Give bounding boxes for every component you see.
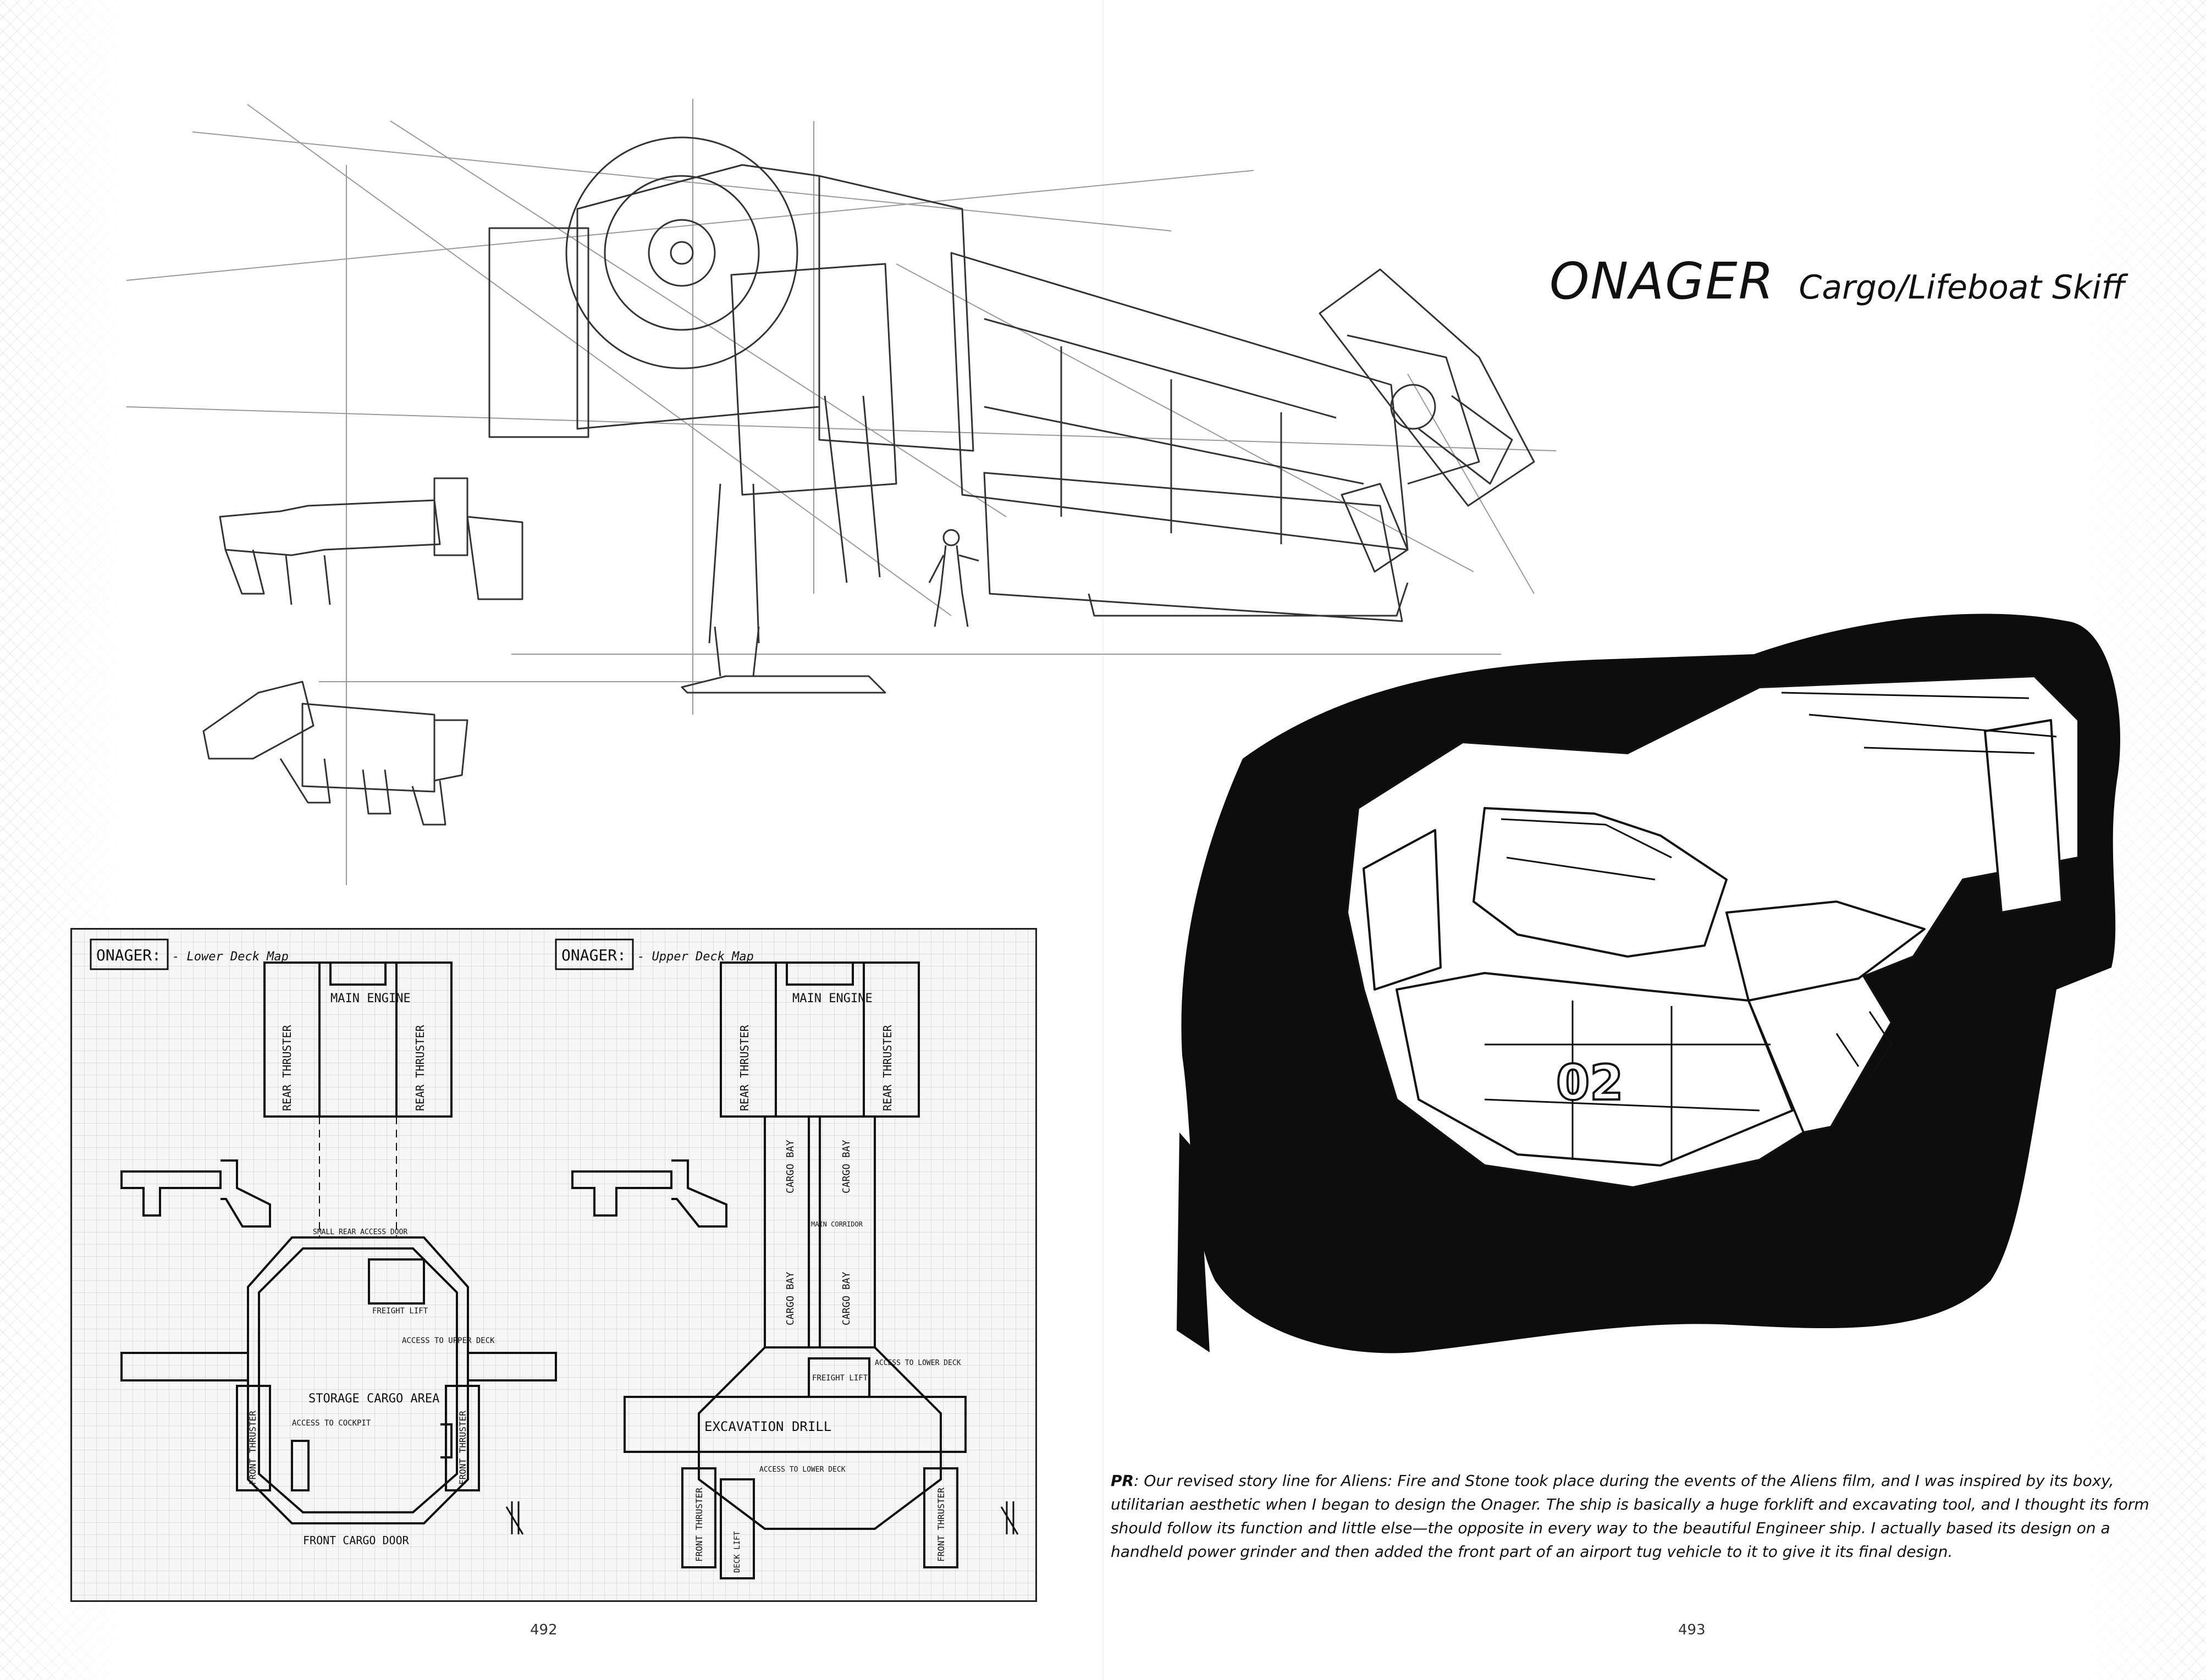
lower-access-cockpit: ACCESS TO COCKPIT bbox=[292, 1419, 371, 1428]
main-ship-drawing bbox=[488, 136, 1535, 694]
title-subtitle: Cargo/Lifeboat Skiff bbox=[1799, 268, 2125, 307]
upper-deck-lift: DECK LIFT bbox=[733, 1531, 742, 1573]
upper-front-thruster-right: FRONT THRUSTER bbox=[936, 1488, 946, 1562]
lower-front-thruster-right: FRONT THRUSTER bbox=[457, 1411, 468, 1485]
upper-deck-plan bbox=[571, 961, 967, 1579]
lower-front-thruster-left: FRONT THRUSTER bbox=[247, 1411, 258, 1485]
caption-text: : Our revised story line for Aliens: Fir… bbox=[1111, 1472, 2149, 1561]
upper-access-lower-deck-top: ACCESS TO LOWER DECK bbox=[875, 1359, 961, 1367]
deck-plan-drawing: ONAGER: - Lower Deck Map ONAGER: - Upper… bbox=[90, 938, 1019, 1579]
artist-signature-lower bbox=[505, 1501, 524, 1535]
upper-deck-caption: - Upper Deck Map bbox=[637, 950, 754, 964]
pencil-ship-sketch bbox=[126, 99, 1557, 885]
upper-cargo-bay-1: CARGO BAY bbox=[785, 1140, 796, 1193]
lower-deck-caption: - Lower Deck Map bbox=[172, 950, 289, 964]
upper-access-lower-deck-bottom: ACCESS TO LOWER DECK bbox=[759, 1466, 846, 1474]
lower-front-cargo-door: FRONT CARGO DOOR bbox=[303, 1534, 410, 1547]
deck-plans-sheet: ONAGER: - Lower Deck Map ONAGER: - Upper… bbox=[70, 928, 1037, 1602]
ship-marking: 02 bbox=[1556, 1054, 1623, 1111]
upper-rear-thruster-left: REAR THRUSTER bbox=[738, 1025, 751, 1111]
upper-excavation-drill: EXCAVATION DRILL bbox=[704, 1419, 831, 1434]
commentary-caption: PR: Our revised story line for Aliens: F… bbox=[1111, 1469, 2151, 1563]
upper-rear-thruster-right: REAR THRUSTER bbox=[881, 1025, 894, 1111]
page-number-left: 492 bbox=[530, 1622, 558, 1638]
lower-rear-thruster-left: REAR THRUSTER bbox=[280, 1025, 294, 1111]
lower-main-engine: MAIN ENGINE bbox=[330, 992, 411, 1005]
lower-access-upper-deck: ACCESS TO UPPER DECK bbox=[402, 1336, 495, 1345]
lower-rear-thruster-right: REAR THRUSTER bbox=[413, 1025, 427, 1111]
upper-freight-lift: FREIGHT LIFT bbox=[812, 1374, 868, 1383]
upper-front-thruster-left: FRONT THRUSTER bbox=[694, 1488, 704, 1562]
small-ship-front-view bbox=[202, 681, 468, 826]
upper-cargo-bay-4: CARGO BAY bbox=[841, 1272, 852, 1325]
title-name: ONAGER bbox=[1549, 252, 1775, 311]
upper-deck-label: ONAGER: bbox=[561, 946, 626, 964]
lower-freight-lift: FREIGHT LIFT bbox=[372, 1307, 428, 1316]
ink-ship-illustration: 02 bbox=[1177, 614, 2120, 1353]
page-title: ONAGER Cargo/Lifeboat Skiff bbox=[1549, 252, 2125, 311]
upper-main-corridor: MAIN CORRIDOR bbox=[811, 1220, 863, 1228]
page-number-right: 493 bbox=[1678, 1622, 1706, 1638]
upper-cargo-bay-2: CARGO BAY bbox=[841, 1140, 852, 1193]
lower-deck-plan bbox=[120, 961, 557, 1524]
small-ship-side-view bbox=[219, 477, 523, 605]
upper-cargo-bay-3: CARGO BAY bbox=[785, 1272, 796, 1325]
artist-signature-upper bbox=[1000, 1501, 1019, 1535]
page-gutter bbox=[1102, 0, 1104, 1680]
lower-deck-label: ONAGER: bbox=[96, 946, 161, 964]
lower-small-rear-access: SMALL REAR ACCESS DOOR bbox=[313, 1228, 407, 1236]
upper-main-engine: MAIN ENGINE bbox=[792, 992, 873, 1005]
lower-storage-area: STORAGE CARGO AREA bbox=[308, 1392, 439, 1406]
caption-lead: PR bbox=[1111, 1472, 1134, 1490]
